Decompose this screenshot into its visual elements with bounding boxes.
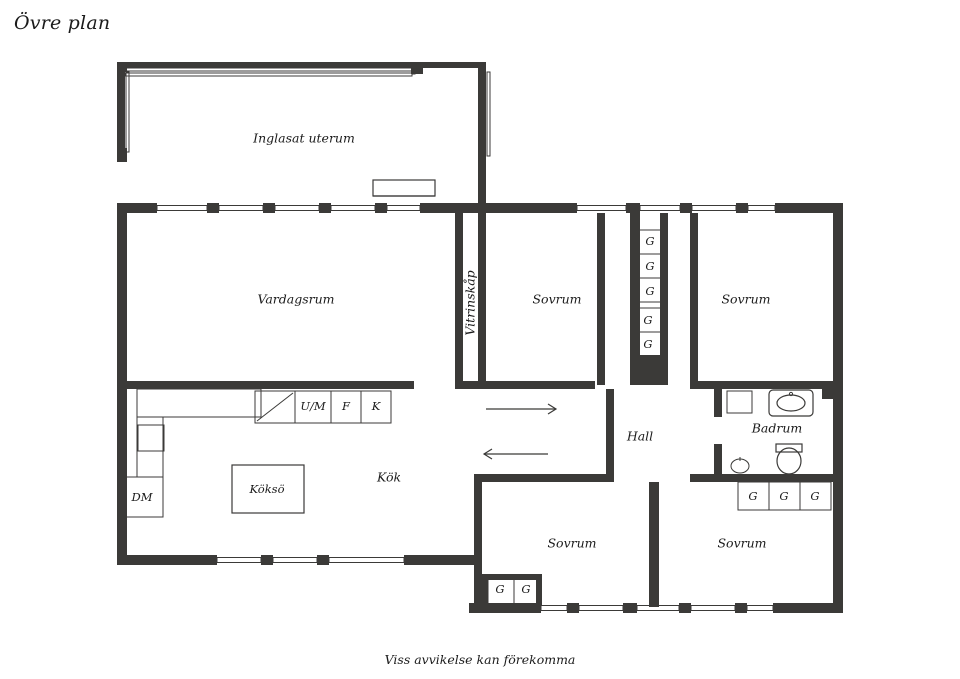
room-label-inglasat-uterum: Inglasat uterum: [253, 130, 355, 146]
walls-thin: [119, 65, 832, 611]
fixture-label-f: F: [342, 399, 350, 413]
closet-label-8: G: [810, 489, 820, 503]
room-label-sovrum-2: Sovrum: [721, 291, 771, 307]
closet-label-9: G: [495, 582, 505, 596]
room-label-vardagsrum: Vardagsrum: [257, 291, 335, 307]
room-label-sovrum-1: Sovrum: [532, 291, 582, 307]
fixture-label-um: U/M: [300, 399, 326, 413]
page-title: Övre plan: [14, 12, 111, 34]
closet-label-5: G: [643, 337, 653, 351]
room-label-sovrum-3: Sovrum: [547, 535, 597, 551]
room-label-badrum: Badrum: [751, 420, 803, 436]
closet-label-7: G: [779, 489, 789, 503]
closet-label-6: G: [748, 489, 758, 503]
walls-thick: [117, 62, 843, 613]
footnote: Viss avvikelse kan förekomma: [384, 652, 576, 667]
closet-label-3: G: [645, 284, 655, 298]
closet-label-10: G: [521, 582, 531, 596]
room-label-hall: Hall: [626, 428, 654, 444]
fixture-label-kokso: Köksö: [249, 482, 285, 496]
closet-label-2: G: [645, 259, 655, 273]
room-label-sovrum-4: Sovrum: [717, 535, 767, 551]
closet-label-4: G: [643, 313, 653, 327]
room-label-kok: Kök: [376, 469, 402, 485]
fixture-label-k: K: [371, 399, 381, 413]
closet-label-1: G: [645, 234, 655, 248]
fixture-label-dm: DM: [131, 490, 153, 504]
room-label-vitrinskap: Vitrinskåp: [462, 270, 478, 336]
